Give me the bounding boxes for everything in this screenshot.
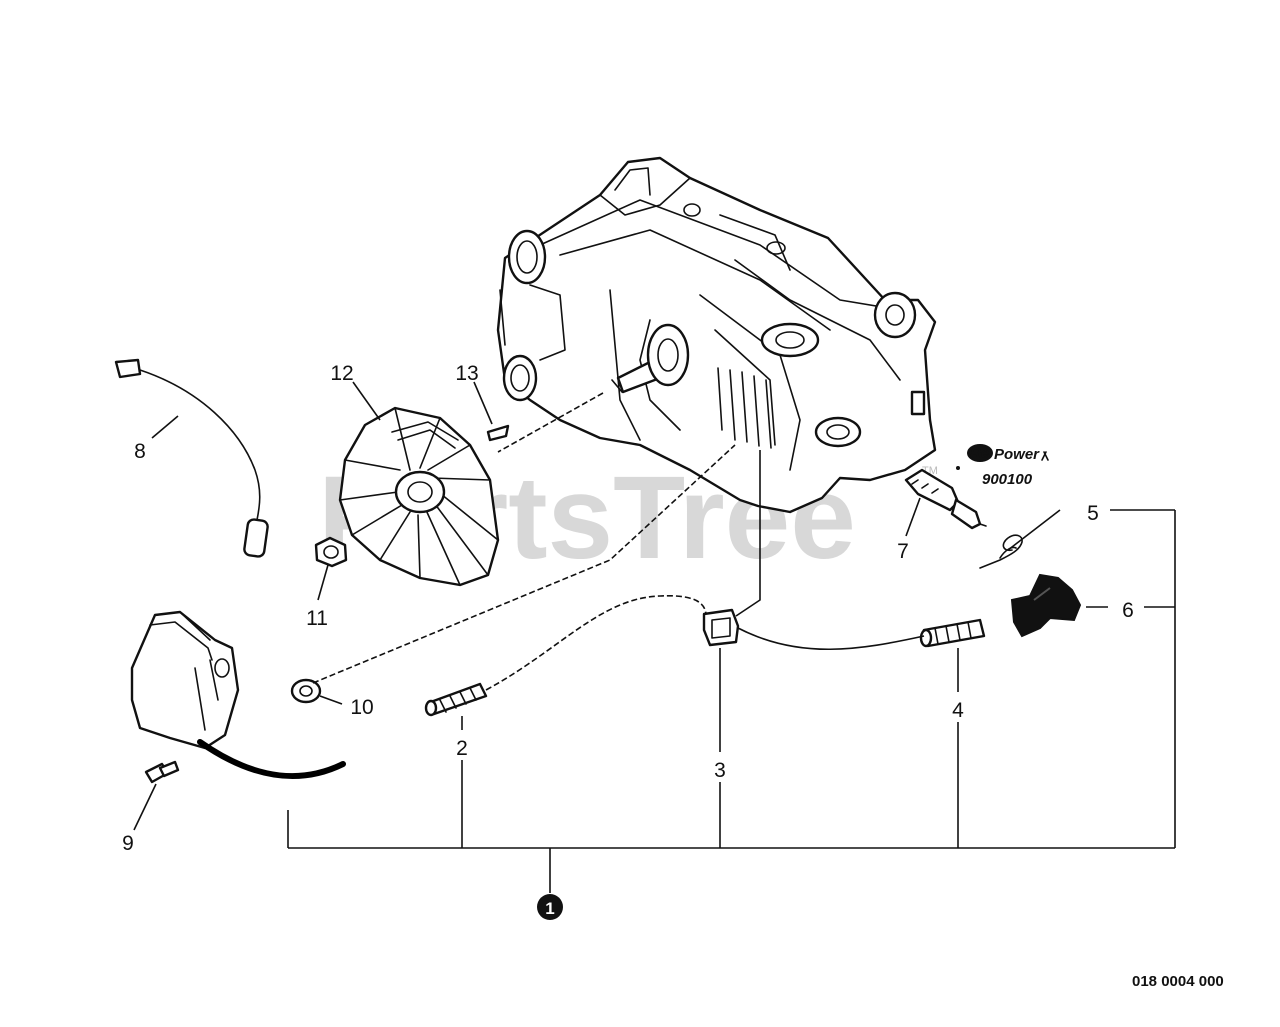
flywheel-part: [338, 406, 500, 587]
callout-11[interactable]: 11: [306, 607, 328, 630]
callout-3[interactable]: 3: [714, 759, 726, 782]
washer-part: [290, 678, 322, 704]
assembly-marker[interactable]: 1: [537, 894, 563, 920]
spark-plug-part: [904, 468, 987, 530]
ground-wire-part: [114, 358, 269, 558]
callout-2[interactable]: 2: [456, 737, 468, 760]
callout-5[interactable]: 5: [1087, 502, 1099, 525]
callout-6[interactable]: 6: [1122, 599, 1134, 622]
figure-code: 018 0004 000: [1132, 973, 1224, 990]
callout-labels: 2 3 4 5 6 7 8 9 10 11 12 13: [122, 362, 1134, 855]
repower-logo-power: Power: [994, 446, 1040, 463]
repower-part-number: 900100: [982, 471, 1033, 488]
woodruff-key-part: [486, 424, 510, 442]
callout-9[interactable]: 9: [122, 832, 134, 855]
clip-part: [702, 608, 740, 647]
ignition-coil-part: [130, 610, 346, 780]
screw-part: [144, 760, 180, 784]
assembly-marker-label: 1: [545, 899, 554, 918]
leader-lines: [133, 381, 1176, 893]
repower-badge: Re Power 900100: [956, 444, 1049, 488]
spring-tube-part: [919, 618, 986, 648]
callout-13[interactable]: 13: [455, 362, 478, 385]
callout-12[interactable]: 12: [330, 362, 353, 385]
crankcase-housing: [496, 156, 937, 514]
callout-8[interactable]: 8: [134, 440, 146, 463]
spacer-tube-part: [424, 682, 488, 717]
spring-clip-part: [979, 534, 1023, 569]
callout-10[interactable]: 10: [350, 696, 373, 719]
spark-plug-boot-part: [1010, 573, 1082, 638]
flywheel-nut-part: [314, 536, 348, 568]
callout-7[interactable]: 7: [897, 540, 909, 563]
repower-logo-re: Re: [970, 445, 989, 462]
callout-4[interactable]: 4: [952, 699, 964, 722]
